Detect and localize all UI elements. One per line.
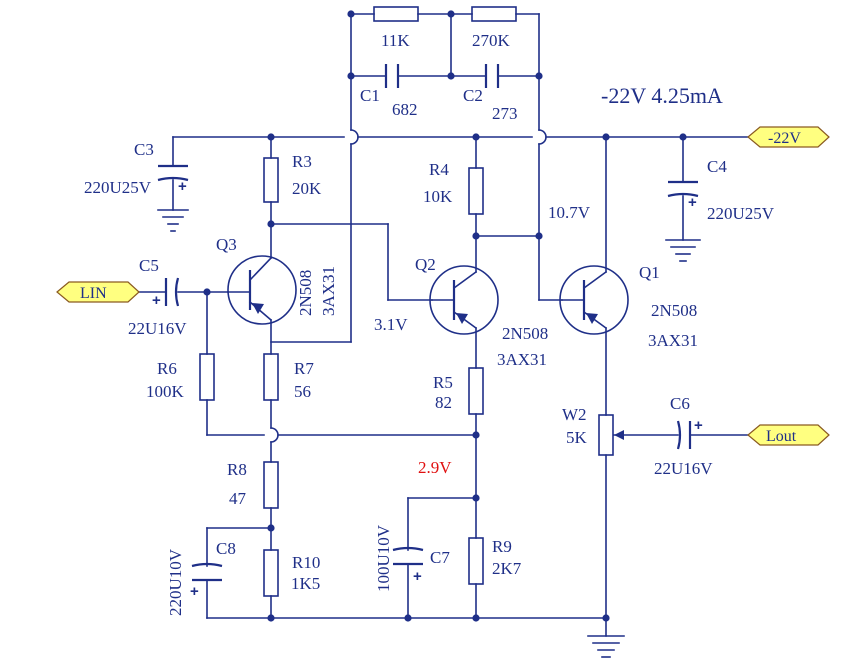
r3-name: R3 — [292, 152, 312, 171]
r7-value: 56 — [294, 382, 311, 401]
capacitor-c6: + — [676, 417, 703, 450]
port-lout-label: Lout — [766, 428, 797, 445]
r4-value: 10K — [423, 187, 453, 206]
port-supply-label: -22V — [768, 130, 801, 147]
q2-name: Q2 — [415, 255, 436, 274]
c1-name: C1 — [360, 86, 380, 105]
r5-name: R5 — [433, 373, 453, 392]
r9-value: 2K7 — [492, 559, 522, 578]
q3-type2: 3AX31 — [319, 266, 338, 316]
q3-type1: 2N508 — [296, 270, 315, 316]
r9-name: R9 — [492, 537, 512, 556]
resistor-r5 — [468, 367, 484, 415]
r-270k-value: 270K — [472, 31, 511, 50]
c4-name: C4 — [707, 157, 727, 176]
port-lout: Lout — [747, 424, 830, 446]
c7-name: C7 — [430, 548, 450, 567]
c5-value: 22U16V — [128, 319, 187, 338]
port-lin: LIN — [56, 281, 140, 303]
svg-text:+: + — [190, 583, 199, 600]
labels: -22V 4.25mA 11K 270K C1 682 C2 273 C3 22… — [84, 31, 775, 616]
q2-type2: 3AX31 — [497, 350, 547, 369]
c2-name: C2 — [463, 86, 483, 105]
c2-value: 273 — [492, 104, 518, 123]
r5-value: 82 — [435, 393, 452, 412]
resistor-r10 — [263, 549, 279, 597]
resistor-r7 — [263, 353, 279, 401]
q1-type2: 3AX31 — [648, 331, 698, 350]
r10-name: R10 — [292, 553, 320, 572]
ground-c3 — [157, 209, 189, 232]
svg-text:+: + — [688, 194, 697, 211]
ground-main — [587, 635, 625, 658]
q2-base-voltage: 3.1V — [374, 315, 408, 334]
page-title: -22V 4.25mA — [601, 83, 723, 108]
junction-dots — [203, 10, 687, 622]
q1-name: Q1 — [639, 263, 660, 282]
c3-name: C3 — [134, 140, 154, 159]
c5-name: C5 — [139, 256, 159, 275]
ground-c4 — [665, 239, 701, 262]
c4-value: 220U25V — [707, 204, 775, 223]
capacitor-c3: + — [157, 164, 189, 195]
r8-name: R8 — [227, 460, 247, 479]
q3-name: Q3 — [216, 235, 237, 254]
q2-emitter-voltage: 2.9V — [418, 458, 452, 477]
svg-text:+: + — [152, 292, 161, 309]
r3-value: 20K — [292, 179, 322, 198]
resistor-270k — [471, 6, 517, 22]
c8-value: 220U10V — [166, 548, 185, 616]
resistor-r8 — [263, 461, 279, 509]
q1-type1: 2N508 — [651, 301, 697, 320]
r4-name: R4 — [429, 160, 449, 179]
c6-value: 22U16V — [654, 459, 713, 478]
port-supply: -22V — [747, 126, 830, 148]
resistor-11k — [373, 6, 419, 22]
q1-collector-voltage: 10.7V — [548, 203, 591, 222]
capacitor-c1 — [384, 64, 400, 88]
port-lin-label: LIN — [80, 285, 107, 302]
r8-value: 47 — [229, 489, 247, 508]
capacitor-c7: + — [392, 546, 424, 585]
wires — [138, 13, 749, 637]
r7-name: R7 — [294, 359, 314, 378]
capacitor-c4: + — [667, 180, 699, 211]
svg-text:+: + — [694, 417, 703, 434]
r10-value: 1K5 — [291, 574, 320, 593]
r6-name: R6 — [157, 359, 177, 378]
transistor-q3 — [227, 255, 297, 325]
c1-value: 682 — [392, 100, 418, 119]
capacitor-c2 — [484, 64, 500, 88]
capacitors: + + + + + + — [152, 64, 703, 600]
resistor-r6 — [199, 353, 215, 401]
r-11k-value: 11K — [381, 31, 410, 50]
c7-value: 100U10V — [374, 524, 393, 592]
resistor-r4 — [468, 167, 484, 215]
r6-value: 100K — [146, 382, 185, 401]
c6-name: C6 — [670, 394, 690, 413]
svg-text:+: + — [178, 178, 187, 195]
transistor-q2 — [429, 265, 499, 335]
capacitor-c8: + — [190, 562, 223, 600]
c8-name: C8 — [216, 539, 236, 558]
transistor-q1 — [559, 265, 629, 335]
c3-value: 220U25V — [84, 178, 152, 197]
resistors — [199, 6, 624, 597]
resistor-r3 — [263, 157, 279, 203]
w2-value: 5K — [566, 428, 588, 447]
w2-name: W2 — [562, 405, 587, 424]
svg-text:+: + — [413, 568, 422, 585]
potentiometer-w2 — [598, 414, 614, 456]
q2-type1: 2N508 — [502, 324, 548, 343]
capacitor-c5: + — [152, 277, 180, 309]
resistor-r9 — [468, 537, 484, 585]
